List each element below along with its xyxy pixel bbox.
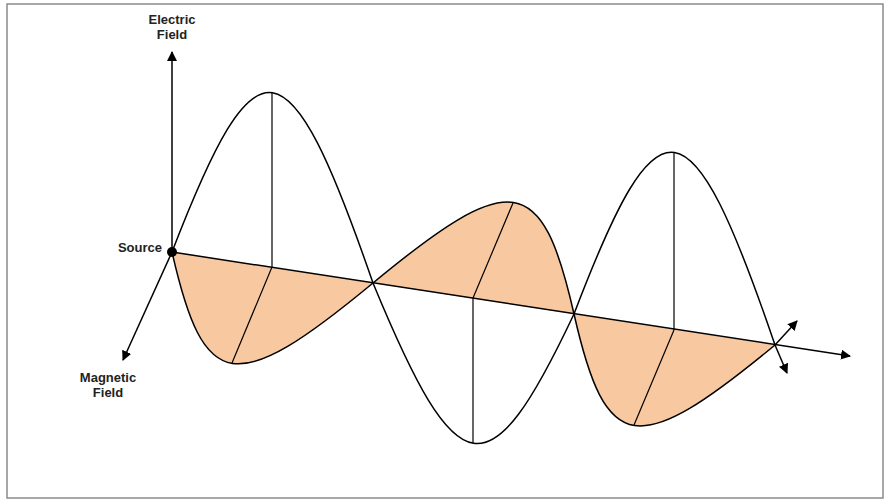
- end-arrow: [775, 321, 797, 345]
- end-arrow: [775, 345, 787, 373]
- amplitude-line: [472, 298, 473, 443]
- electric-wave: [172, 92, 775, 443]
- amplitude-line: [673, 153, 674, 330]
- electric-axis: [171, 52, 173, 252]
- frame: [7, 4, 883, 498]
- amplitude-line: [473, 203, 513, 298]
- source-label: Source: [100, 240, 162, 255]
- propagation-axis: [172, 252, 850, 356]
- amplitude-line: [271, 93, 272, 267]
- axis-label: Electric Field: [142, 12, 202, 42]
- axis-label: Magnetic Field: [66, 370, 150, 400]
- amplitude-line: [634, 330, 674, 425]
- amplitude-line: [232, 267, 272, 363]
- magnetic-axis: [123, 252, 172, 360]
- source-dot: [167, 247, 177, 257]
